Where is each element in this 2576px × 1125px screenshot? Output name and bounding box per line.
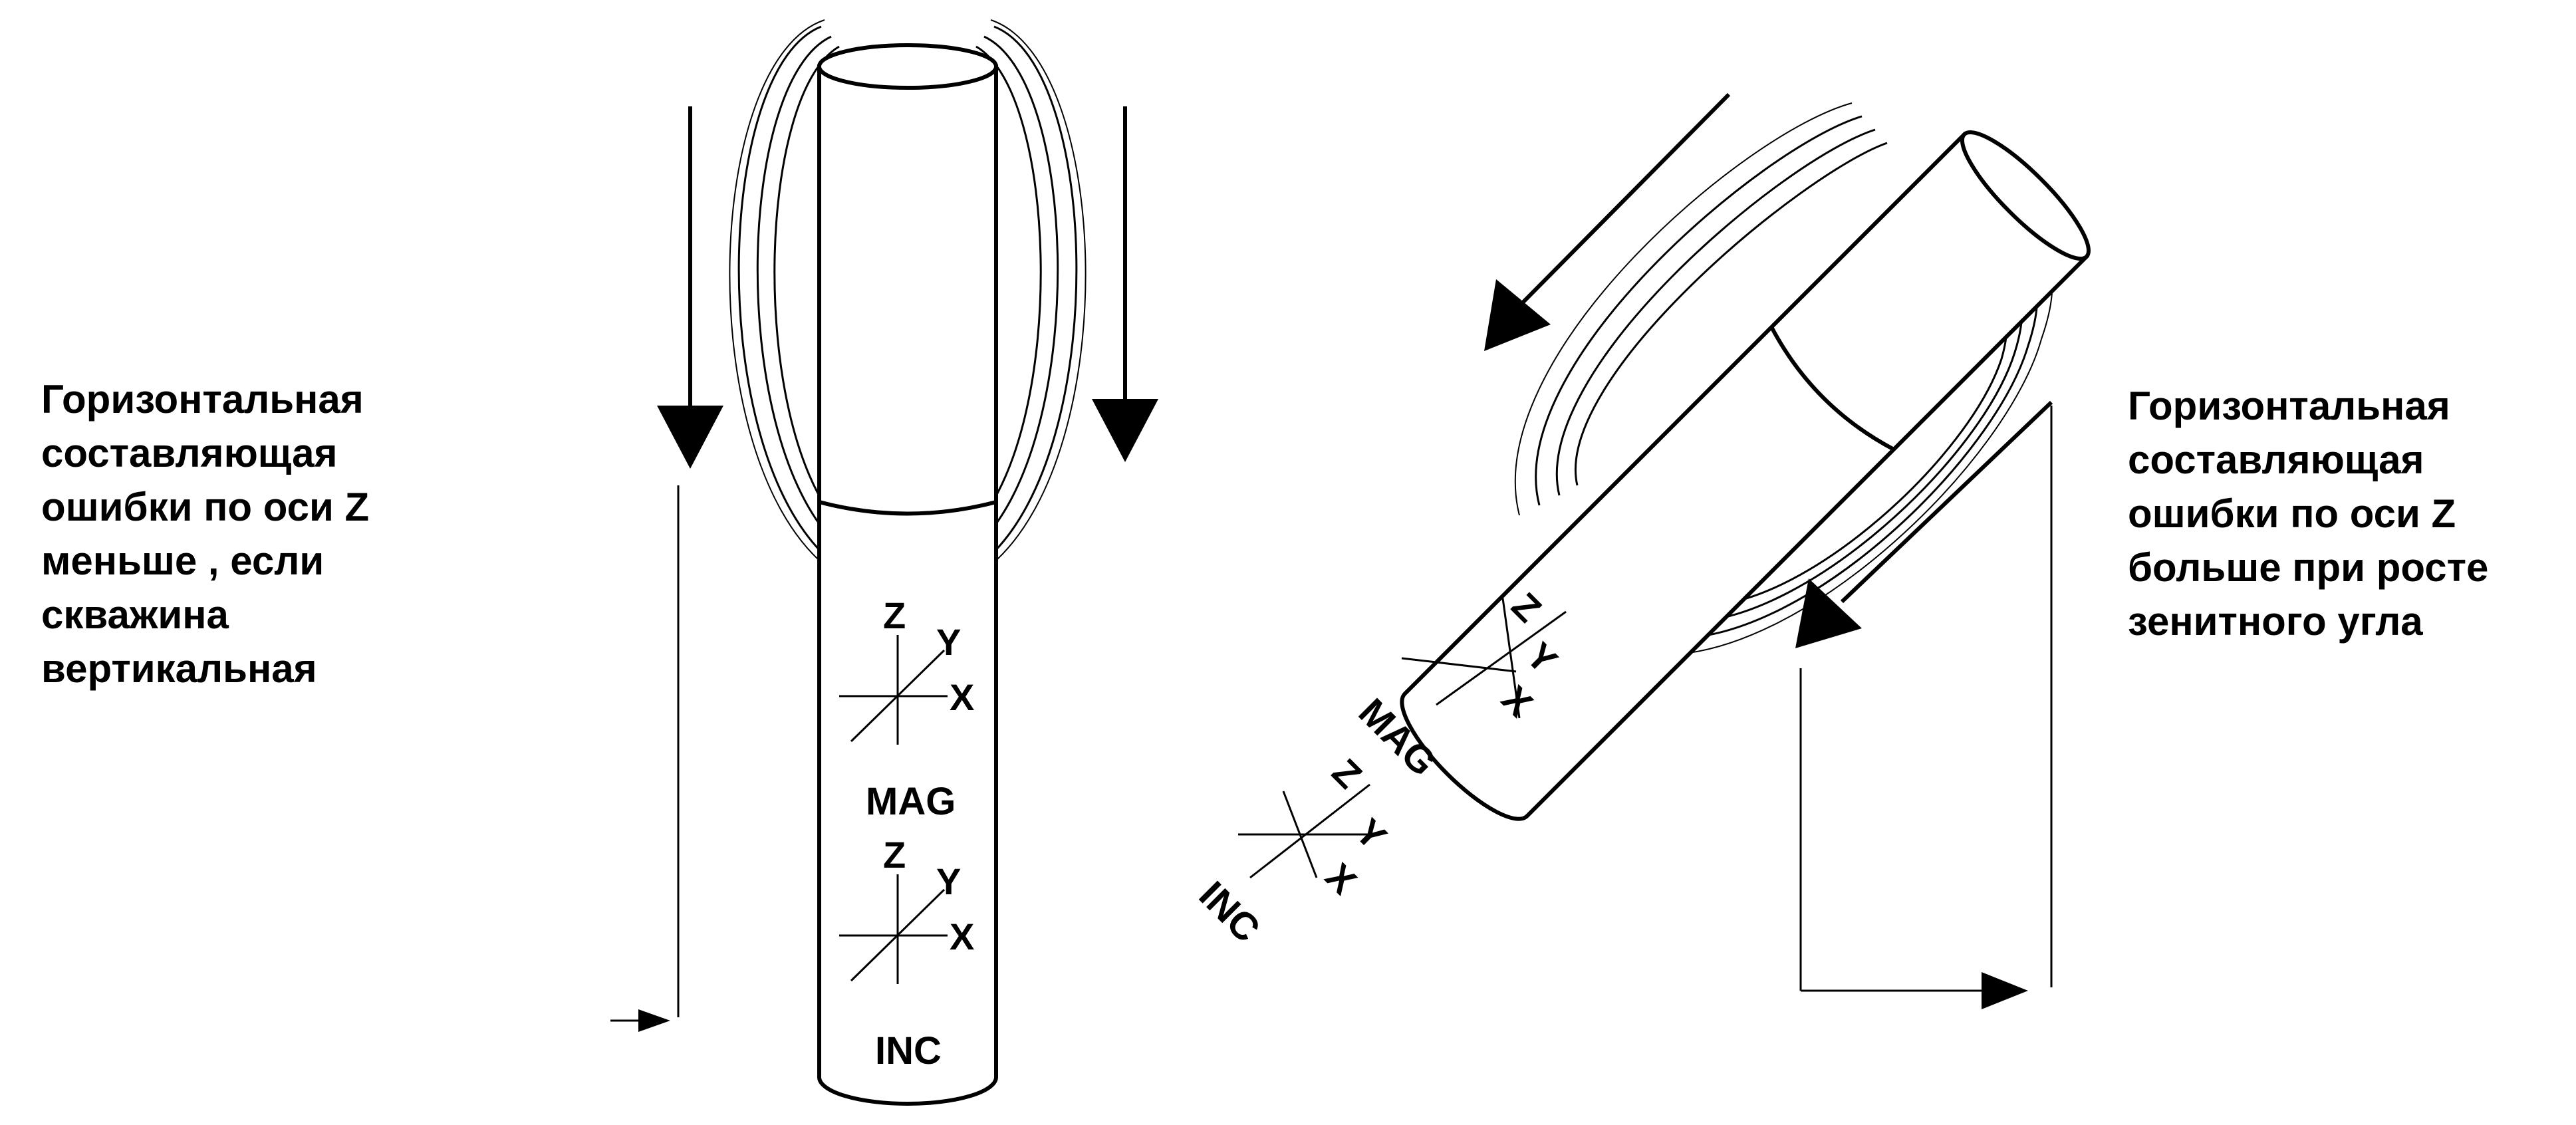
vertical-caption-line: ошибки по оси Z [41,485,370,529]
vertical-caption-line: скважина [41,592,229,637]
inclined-caption-line: Горизонтальная [2128,384,2450,428]
vertical-horizontal-error-arrow [610,1009,670,1032]
vertical-field-arrow-right [1092,106,1158,462]
vertical-inc-z-label: Z [883,834,906,876]
inclined-mag-axes [1401,598,1567,719]
inclined-tool-body [1400,130,2091,821]
vertical-field-lines-left [729,19,840,566]
inclined-inc-label: INC [1191,873,1269,951]
vertical-tool: Z Y X MAG Z Y X INC [610,19,1158,1106]
inclined-horizontal-error-arrow [1801,972,2028,1009]
inclined-field-lines-upper [1514,102,1888,516]
vertical-inc-axes [839,874,948,984]
inclined-caption: Горизонтальная составляющая ошибки по ос… [2128,379,2488,648]
inclined-caption-line: составляющая [2128,438,2424,482]
inclined-tool: Z Y X MAG Z Y X INC [1191,92,2091,1009]
vertical-inc-x-label: X [950,916,974,957]
vertical-field-arrow-left [657,106,723,469]
vertical-inc-y-label: Y [936,860,961,902]
vertical-mag-x-label: X [950,676,974,718]
vertical-mag-axes [839,635,948,745]
vertical-caption: Горизонтальная составляющая ошибки по ос… [41,372,369,695]
vertical-field-lines-right [975,19,1087,566]
inclined-field-arrow-upper [1484,92,1731,351]
vertical-caption-line: Горизонтальная [41,377,364,422]
inclined-caption-line: больше при росте [2128,545,2489,590]
vertical-tool-body [817,43,998,1106]
inclined-field-arrow-lower [1795,400,2053,648]
vertical-mag-label: MAG [866,780,956,823]
inclined-caption-line: ошибки по оси Z [2128,491,2456,536]
inclined-inc-axes [1238,783,1376,879]
inclined-inc-y-label: Y [1348,811,1395,858]
vertical-mag-z-label: Z [883,594,906,636]
vertical-caption-line: меньше , если [41,539,324,583]
vertical-caption-line: вертикальная [41,646,317,691]
inclined-inc-x-label: X [1318,855,1365,902]
vertical-caption-line: составляющая [41,431,338,475]
vertical-inc-label: INC [875,1029,942,1072]
inclined-caption-line: зенитного угла [2128,599,2423,644]
vertical-mag-y-label: Y [936,621,961,663]
